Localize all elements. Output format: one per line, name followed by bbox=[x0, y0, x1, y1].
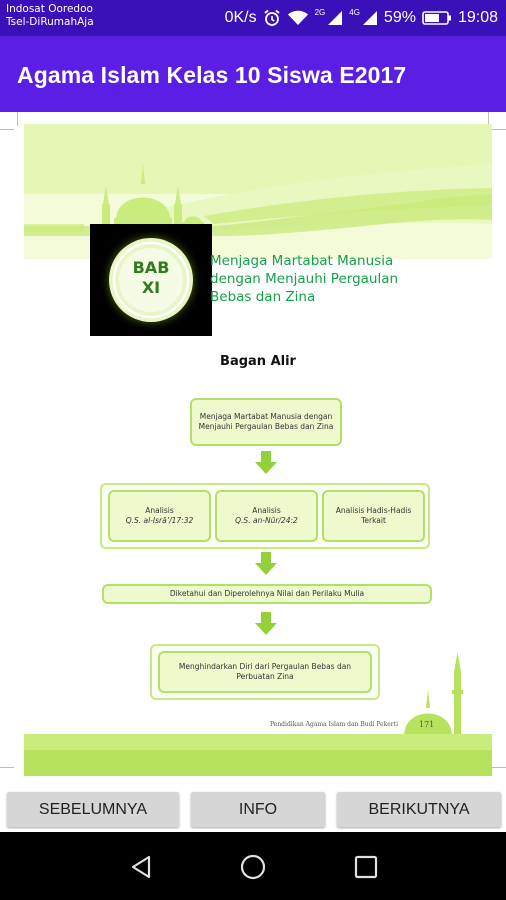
network-2g-label: 2G bbox=[314, 7, 326, 17]
system-navigation-bar bbox=[0, 832, 506, 900]
crop-mark bbox=[0, 767, 14, 768]
flow-box-topic-text: Menjaga Martabat Manusia dengan Menjauhi… bbox=[198, 412, 334, 431]
back-triangle-icon[interactable] bbox=[128, 854, 154, 880]
navigation-button-bar: SEBELUMNYA INFO BERIKUTNYA bbox=[0, 782, 506, 832]
next-button[interactable]: BERIKUTNYA bbox=[337, 792, 501, 827]
clock-time: 19:08 bbox=[457, 9, 498, 26]
flow-box-result: Diketahui dan Diperolehnya Nilai dan Per… bbox=[102, 584, 432, 604]
carrier-line-1: Indosat Ooredoo bbox=[6, 3, 93, 15]
signal-2g-icon bbox=[327, 10, 343, 26]
flow-box-goal-text: Menghindarkan Diri dari Pergaulan Bebas … bbox=[178, 662, 352, 681]
flow-analysis-3-label: Analisis Hadis-Hadis Terkait bbox=[335, 506, 412, 525]
status-bar: Indosat Ooredoo Tsel-DiRumahAja 0K/s 2G … bbox=[0, 0, 506, 36]
recents-square-icon[interactable] bbox=[353, 854, 379, 880]
flow-box-goal: Menghindarkan Diri dari Pergaulan Bebas … bbox=[158, 651, 372, 693]
flow-analysis-1-label: Analisis bbox=[145, 506, 174, 515]
alarm-clock-icon bbox=[263, 9, 281, 27]
crop-mark bbox=[492, 767, 506, 768]
net-speed: 0K/s bbox=[224, 9, 257, 26]
signal-4g-icon bbox=[362, 10, 378, 26]
info-button[interactable]: INFO bbox=[191, 792, 325, 827]
flow-box-result-text: Diketahui dan Diperolehnya Nilai dan Per… bbox=[169, 589, 365, 598]
flow-box-analysis-2: Analisis Q.S. an-Nūr/24:2 bbox=[215, 490, 318, 542]
battery-icon bbox=[422, 10, 452, 26]
flow-analysis-2-label: Analisis bbox=[252, 506, 281, 515]
crop-mark bbox=[488, 112, 489, 126]
chapter-number: BAB XI bbox=[90, 258, 212, 298]
book-page-viewer[interactable]: BAB XI Menjaga Martabat Manusia dengan M… bbox=[0, 112, 506, 782]
app-bar: Agama Islam Kelas 10 Siswa E2017 bbox=[0, 36, 506, 112]
battery-percent: 59% bbox=[383, 9, 416, 26]
book-footer-note: Pendidikan Agama Islam dan Budi Pekerti bbox=[270, 721, 398, 728]
mosque-footer-illustration bbox=[24, 652, 492, 776]
page-number: 171 bbox=[419, 720, 435, 729]
status-icons: 0K/s 2G 4G 59% 19:08 bbox=[225, 7, 498, 29]
flow-box-analysis-3: Analisis Hadis-Hadis Terkait bbox=[322, 490, 425, 542]
home-circle-icon[interactable] bbox=[240, 854, 266, 880]
wifi-icon bbox=[287, 10, 309, 26]
book-page: BAB XI Menjaga Martabat Manusia dengan M… bbox=[24, 124, 492, 776]
network-4g-label: 4G bbox=[349, 7, 360, 17]
flow-analysis-1-sub: Q.S. al-Isrā’/17:32 bbox=[125, 516, 194, 525]
crop-mark bbox=[17, 112, 18, 126]
chapter-badge: BAB XI bbox=[90, 224, 212, 336]
crop-mark bbox=[492, 129, 506, 130]
chapter-badge-line-1: BAB bbox=[132, 258, 170, 277]
carrier-line-2: Tsel-DiRumahAja bbox=[6, 16, 94, 28]
flow-box-analysis-1: Analisis Q.S. al-Isrā’/17:32 bbox=[108, 490, 211, 542]
mosque-header-illustration bbox=[24, 124, 492, 259]
chapter-title: Menjaga Martabat Manusia dengan Menjauhi… bbox=[210, 253, 399, 305]
flow-analysis-2-sub: Q.S. an-Nūr/24:2 bbox=[235, 516, 298, 525]
previous-button[interactable]: SEBELUMNYA bbox=[7, 792, 179, 827]
badge-ring-illustration bbox=[99, 228, 203, 332]
carrier-info: Indosat Ooredoo Tsel-DiRumahAja bbox=[6, 3, 94, 29]
flow-box-topic: Menjaga Martabat Manusia dengan Menjauhi… bbox=[190, 398, 342, 446]
crop-mark bbox=[0, 129, 14, 130]
app-title: Agama Islam Kelas 10 Siswa E2017 bbox=[17, 62, 407, 88]
chapter-badge-line-2: XI bbox=[141, 278, 161, 297]
flowchart-title: Bagan Alir bbox=[220, 354, 296, 369]
